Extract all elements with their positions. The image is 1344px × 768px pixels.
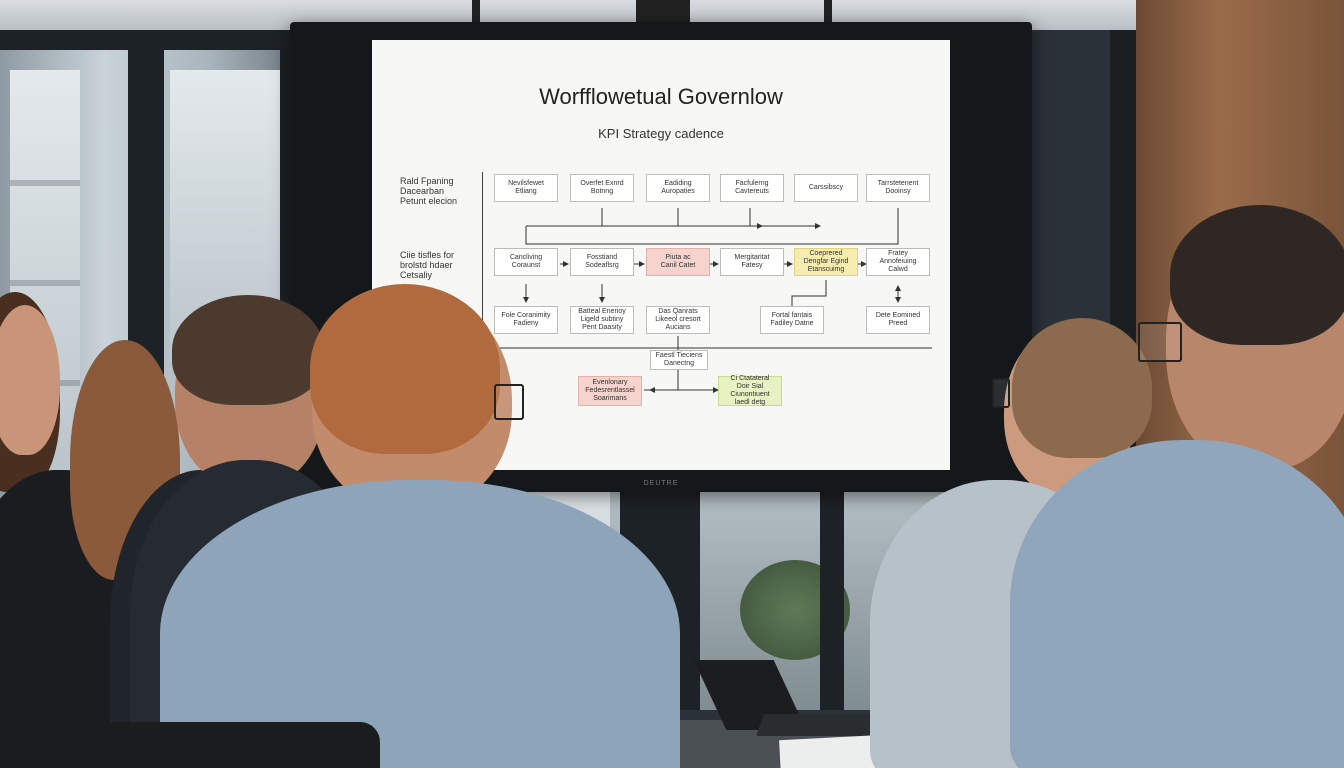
slide-title: Worfflowetual Governlow xyxy=(539,84,783,109)
flow-node: Fortal fantais Fadiley Datne xyxy=(760,306,824,334)
flow-node: Overfet Exnrd Botnng xyxy=(570,174,634,202)
row-label: Rald Fpaning Dacearban Petunt elecion xyxy=(400,176,458,206)
flow-node: Carssibscy xyxy=(794,174,858,202)
flow-node: Fratey Annofeiuing Calwd xyxy=(866,248,930,276)
flow-node: Faestl Tieciens Danectng xyxy=(650,350,708,370)
tv-brand-label: DEUTRE xyxy=(643,480,679,487)
flow-node: Nevilsfewet Etliang xyxy=(494,174,558,202)
flow-node: Cancliving Coraunst xyxy=(494,248,558,276)
shirt xyxy=(160,480,680,768)
flow-node-highlighted: Evenlonary Fedesrentlassel Soarimans xyxy=(578,376,642,406)
flow-node: Facfulerng Cavtereuts xyxy=(720,174,784,202)
flow-node: Fosstiand Sodeaflsrg xyxy=(570,248,634,276)
hair xyxy=(1012,318,1152,458)
tv-mount xyxy=(636,0,690,24)
flow-node-highlighted: Coeprered Dengfar Egind Etanscuimg xyxy=(794,248,858,276)
hair xyxy=(172,295,324,405)
divider-line xyxy=(482,172,483,348)
hair xyxy=(310,284,500,454)
window-frame xyxy=(820,480,844,710)
chair xyxy=(80,722,380,768)
face xyxy=(0,305,60,455)
hair xyxy=(1170,205,1344,345)
shirt xyxy=(1010,440,1344,768)
tv-mount xyxy=(824,0,832,24)
flow-node: Fole Coranimity Fadieny xyxy=(494,306,558,334)
building-floor-line xyxy=(10,180,80,186)
flow-node-highlighted: Ci Ctatateral Doir Sial Ciunontiuent lae… xyxy=(718,375,782,406)
glasses xyxy=(1138,322,1182,362)
building-floor-line xyxy=(10,280,80,286)
flow-node: Mergitaritat Fatesy xyxy=(720,248,784,276)
flow-node: Eadiding Auropaties xyxy=(646,174,710,202)
flow-node: Tarrstetenent Dooinsy xyxy=(866,174,930,202)
tv-mount xyxy=(472,0,480,24)
flow-node: Batteal Enerioy Ligeld subtiny Pent Daas… xyxy=(570,306,634,334)
slide-subtitle: KPI Strategy cadence xyxy=(598,126,724,141)
flow-node: Das Qanrats Likeeol cresort Aucians xyxy=(646,306,710,334)
glasses xyxy=(494,384,524,420)
glasses xyxy=(992,378,1010,408)
flow-node: Dete Eomined Preed xyxy=(866,306,930,334)
flow-connectors xyxy=(482,208,932,393)
row-label: Ciie tisfles for brolstd hdaer Cetsaliy xyxy=(400,250,455,280)
flow-node-highlighted: Piuta ac Canil Catet xyxy=(646,248,710,276)
